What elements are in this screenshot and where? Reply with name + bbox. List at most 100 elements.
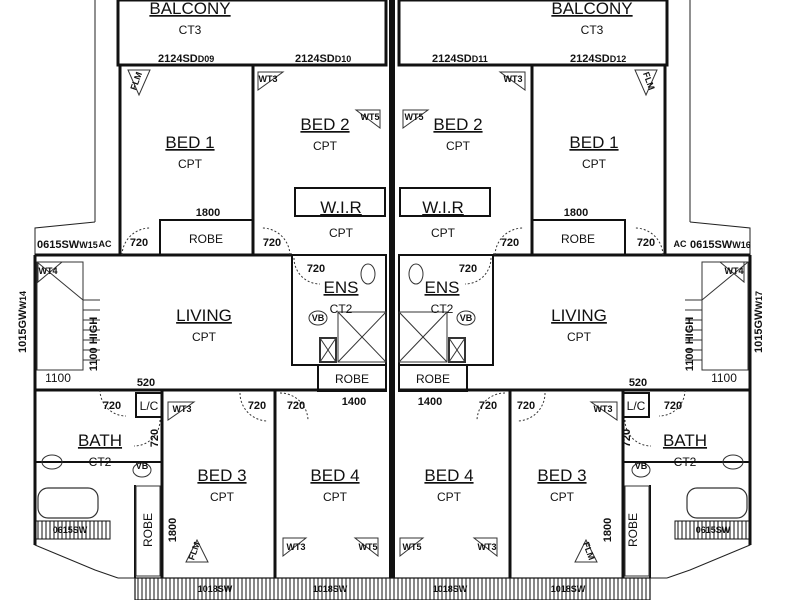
- window-label-bottom-2: 1018SW: [313, 584, 348, 594]
- vanity-bath-right-icon: [631, 462, 651, 478]
- dim-1100-high-right: 1100 HIGH: [684, 317, 696, 371]
- dim-1100-right: 1100: [711, 371, 737, 385]
- vanity-ens-left-icon: [308, 310, 328, 326]
- dim-720-b: 720: [263, 237, 281, 249]
- tag-wt5-2: WT5: [405, 112, 424, 122]
- ac-label-right: AC: [674, 239, 687, 249]
- toilet-ens-right-icon: [408, 263, 424, 285]
- tag-wt3-6: WT3: [478, 542, 497, 552]
- room-name-wir-left: W.I.R: [320, 198, 362, 217]
- dim-720-l: 720: [664, 400, 682, 412]
- shower-left: [319, 311, 387, 363]
- room-code-bed2-right: CPT: [446, 139, 471, 153]
- tag-wt5-1: WT5: [361, 112, 380, 122]
- vb-label-ens-right: VB: [460, 313, 473, 323]
- tag-wt3-5: WT3: [287, 542, 306, 552]
- dim-1100-high-left: 1100 HIGH: [88, 317, 100, 371]
- window-label-bottom-3: 1018SW: [433, 584, 468, 594]
- room-name-ens-left: ENS: [324, 278, 359, 297]
- vanity-ens-right-icon: [456, 310, 476, 326]
- room-name-bath-left: BATH: [78, 431, 122, 450]
- window-label-bottom-1: 1018SW: [198, 584, 233, 594]
- bathtub-left-icon: [37, 487, 99, 519]
- window-label-bath-left: 0615SW: [53, 525, 88, 535]
- shower-right: [398, 311, 466, 363]
- dim-720-n: 720: [621, 429, 633, 447]
- ac-label-left: AC: [99, 239, 112, 249]
- room-code-bed1-left: CPT: [178, 157, 203, 171]
- room-name-bed4-left: BED 4: [310, 466, 359, 485]
- dim-1800-upper-right: 1800: [564, 207, 588, 219]
- tag-flm-3: FLM: [186, 541, 202, 562]
- door-label-d09: 2124SDD09: [158, 53, 214, 65]
- room-name-bed2-right: BED 2: [433, 115, 482, 134]
- room-code-living-right: CPT: [567, 330, 592, 344]
- room-name-living-right: LIVING: [551, 306, 607, 325]
- room-name-bed2-left: BED 2: [300, 115, 349, 134]
- robe-label-upper-right: ROBE: [561, 232, 595, 246]
- window-hatch-lines: [37, 521, 747, 600]
- dim-520-right: 520: [629, 377, 647, 389]
- room-code-wir-right: CPT: [431, 226, 456, 240]
- room-name-bed1-left: BED 1: [165, 133, 214, 152]
- room-name-balcony-left: BALCONY: [149, 0, 230, 18]
- dim-720-k: 720: [517, 400, 535, 412]
- robe-cross-left: [135, 485, 161, 577]
- room-name-living-left: LIVING: [176, 306, 232, 325]
- dim-1400-right: 1400: [418, 396, 442, 408]
- dim-720-j: 720: [479, 400, 497, 412]
- room-name-ens-right: ENS: [425, 278, 460, 297]
- vb-label-bath-right: VB: [635, 461, 648, 471]
- window-label-bottom-4: 1018SW: [551, 584, 586, 594]
- dim-1400-left: 1400: [342, 396, 366, 408]
- dim-720-a: 720: [130, 237, 148, 249]
- tag-wt4-2: WT4: [725, 266, 744, 276]
- room-name-bed3-left: BED 3: [197, 466, 246, 485]
- tag-wt3-1: WT3: [259, 74, 278, 84]
- room-code-bed4-right: CPT: [437, 490, 462, 504]
- room-code-bath-right: CT2: [674, 455, 697, 469]
- room-code-bed2-left: CPT: [313, 139, 338, 153]
- dim-720-g: 720: [103, 400, 121, 412]
- walls: [33, 0, 752, 578]
- robe-cross-right: [624, 485, 650, 577]
- tag-wt3-2: WT3: [504, 74, 523, 84]
- room-name-bed1-right: BED 1: [569, 133, 618, 152]
- window-label-w15: 0615SWW15: [37, 239, 98, 251]
- lc-label-right: L/C: [627, 399, 646, 413]
- dim-720-m: 720: [149, 429, 161, 447]
- vb-label-ens-left: VB: [312, 313, 325, 323]
- window-label-w14: 1015GWW14: [17, 291, 29, 353]
- robe-label-lower-right: ROBE: [626, 513, 640, 547]
- toilet-bath-right-icon: [722, 454, 744, 470]
- room-name-bath-right: BATH: [663, 431, 707, 450]
- dim-720-i: 720: [287, 400, 305, 412]
- dim-720-h: 720: [248, 400, 266, 412]
- room-code-ens-left: CT2: [330, 302, 353, 316]
- tag-wt4-1: WT4: [39, 266, 58, 276]
- window-label-w16: 0615SWW16: [690, 239, 751, 251]
- tag-wt3-3: WT3: [173, 404, 192, 414]
- dim-1100-left: 1100: [45, 371, 71, 385]
- toilet-ens-left-icon: [360, 263, 376, 285]
- vb-label-bath-left: VB: [136, 461, 149, 471]
- room-name-bed4-right: BED 4: [424, 466, 473, 485]
- tag-wt5-4: WT5: [403, 542, 422, 552]
- window-label-bath-right: 0615SW: [696, 525, 731, 535]
- room-code-balcony-left: CT3: [179, 23, 202, 37]
- door-label-d10: 2124SDD10: [295, 53, 351, 65]
- dim-1800-lower-left: 1800: [167, 518, 179, 542]
- room-code-ens-right: CT2: [431, 302, 454, 316]
- tag-wt3-4: WT3: [594, 404, 613, 414]
- room-code-bed3-left: CPT: [210, 490, 235, 504]
- room-code-balcony-right: CT3: [581, 23, 604, 37]
- dim-720-f: 720: [459, 263, 477, 275]
- dim-720-e: 720: [307, 263, 325, 275]
- lc-label-left: L/C: [140, 399, 159, 413]
- robe-label-upper-left: ROBE: [189, 232, 223, 246]
- robe-label-mid-left: ROBE: [335, 372, 369, 386]
- room-code-bed1-right: CPT: [582, 157, 607, 171]
- robe-label-lower-left: ROBE: [141, 513, 155, 547]
- room-name-wir-right: W.I.R: [422, 198, 464, 217]
